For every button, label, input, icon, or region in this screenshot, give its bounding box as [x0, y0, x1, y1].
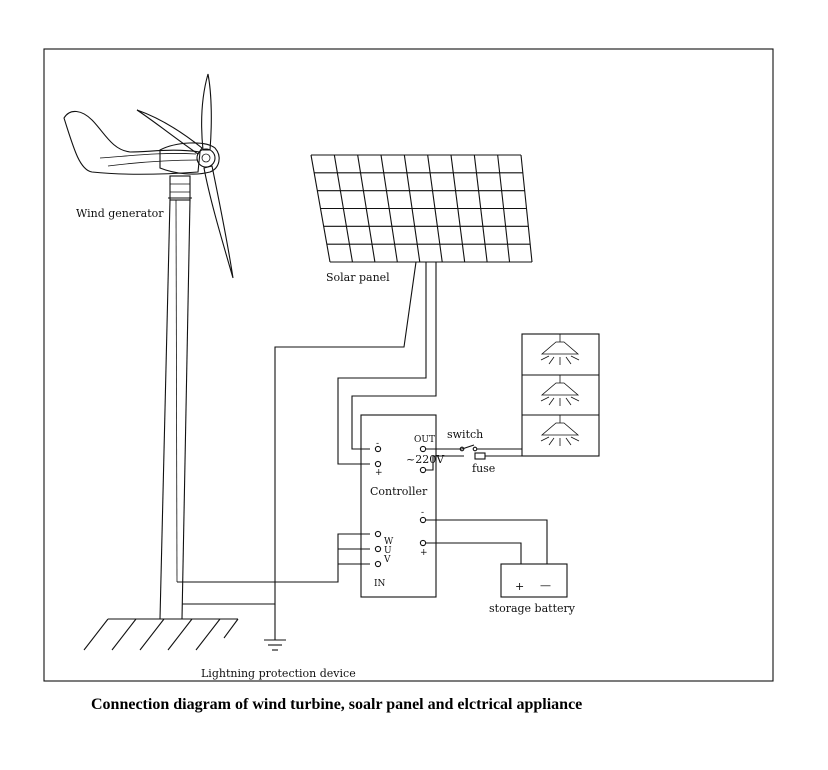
diagram-frame [43, 48, 774, 682]
wind-wiring [177, 533, 370, 583]
battery-minus-symbol: — [540, 579, 551, 592]
switch-label: switch [447, 428, 483, 441]
controller-wind-terminals [374, 530, 382, 568]
ac-220-label: ~220V [406, 453, 445, 466]
lamp-icon [540, 334, 580, 365]
storage-battery-label: storage battery [489, 602, 576, 615]
controller-box [360, 414, 437, 598]
controller-pv-terminals [374, 445, 382, 468]
battery-plus-symbol: + [515, 580, 524, 593]
pv-minus-label: - [376, 439, 379, 449]
lightning-protection-device [264, 604, 286, 651]
in-label: IN [374, 579, 386, 589]
wind-generator-label: Wind generator [76, 207, 164, 220]
solar-panel [310, 154, 533, 263]
lightning-protection-label: Lightning protection device [201, 667, 356, 680]
battery-minus-terminal-label: - [421, 508, 424, 518]
fuse-label: fuse [472, 462, 495, 475]
phase-v-label: V [383, 555, 391, 565]
diagram-caption: Connection diagram of wind turbine, soal… [91, 696, 583, 713]
controller-output-terminals [419, 445, 427, 474]
phase-w-label: W [384, 537, 394, 547]
wind-turbine-tower [159, 199, 191, 620]
battery-wiring [426, 519, 548, 564]
controller-label: Controller [370, 485, 428, 498]
lamp-icon [540, 375, 580, 406]
wind-generator [63, 73, 234, 279]
appliance-lamps [521, 333, 600, 457]
ground-hatching [83, 618, 239, 651]
battery-plus-terminal-label: + [420, 548, 428, 558]
storage-battery [500, 563, 568, 598]
controller-battery-terminals [419, 516, 427, 547]
pv-plus-label: + [375, 468, 383, 478]
out-label: OUT [414, 435, 435, 445]
solar-panel-label: Solar panel [326, 271, 390, 284]
solar-wiring [182, 261, 437, 605]
phase-u-label: U [384, 546, 392, 556]
lamp-icon [540, 415, 580, 446]
